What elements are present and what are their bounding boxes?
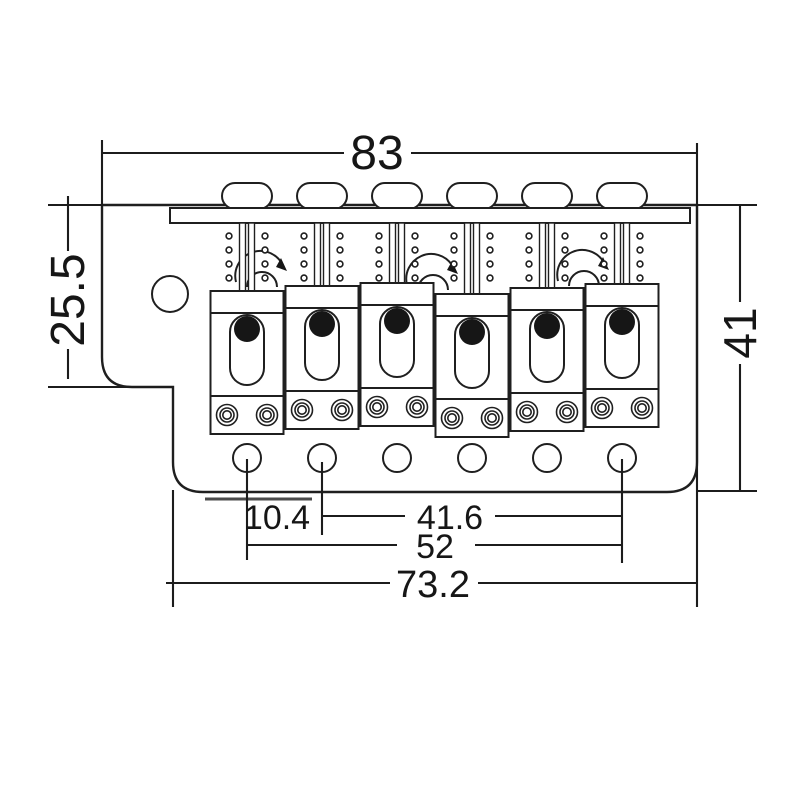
dimension-span-52: 52 (247, 528, 622, 566)
dimension-label-41-6: 41.6 (417, 499, 483, 537)
string-slot-bump (596, 182, 648, 210)
dimension-label-52: 52 (416, 528, 454, 566)
dimension-label-73-2: 73.2 (396, 564, 470, 606)
dimension-label-83: 83 (350, 127, 403, 180)
string-slot-bump (371, 182, 423, 210)
saddle-1 (209, 290, 285, 435)
dimension-span-41-6: 41.6 (322, 499, 622, 537)
tremolo-arm-hole (151, 275, 189, 313)
dimension-overall-width: 83 (100, 127, 699, 607)
dimension-plate-height: 41 (697, 203, 766, 493)
mounting-hole-3 (382, 443, 412, 473)
dimension-hole-offset: 10.4 (244, 499, 310, 537)
string-slot-bump (221, 182, 273, 210)
saddles (209, 282, 660, 438)
string-slot-bump (446, 182, 498, 210)
string-slot-bump (296, 182, 348, 210)
plate-back-lip (169, 207, 691, 224)
saddle-4 (434, 293, 510, 438)
saddle-6 (584, 283, 660, 428)
dimension-lower-plate-width: 73.2 (166, 564, 697, 606)
string-slot-bump (521, 182, 573, 210)
dimension-label-41: 41 (714, 307, 766, 358)
dimension-label-25-5: 25.5 (42, 253, 95, 346)
dimension-left-section-height: 25.5 (42, 196, 173, 389)
mounting-hole-4 (457, 443, 487, 473)
mounting-hole-5 (532, 443, 562, 473)
saddle-3 (359, 282, 435, 427)
dimension-label-10-4: 10.4 (244, 499, 310, 537)
saddle-2 (284, 285, 360, 430)
saddle-5 (509, 287, 585, 432)
